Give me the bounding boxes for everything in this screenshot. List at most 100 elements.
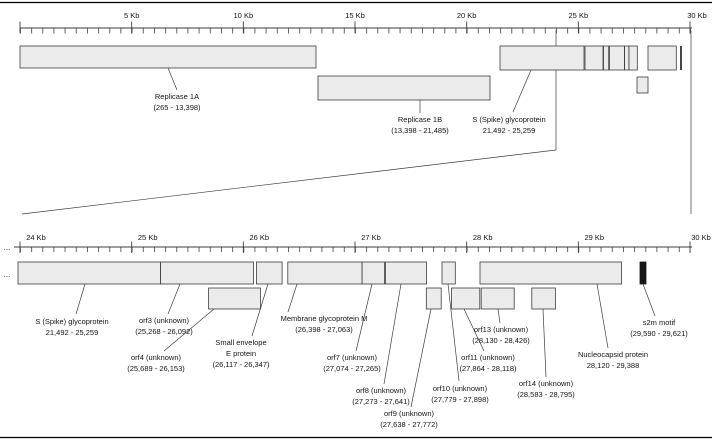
label-orf7-range: (27,074 - 27,265) — [323, 364, 381, 373]
bottom-ruler-label-24kb: 24 Kb — [26, 233, 46, 242]
label-orf11-name: orf11 (unknown) — [461, 353, 515, 362]
expansion-line-left-diagonal — [21, 149, 557, 215]
label-orf8-range: (27,273 - 27,641) — [352, 397, 410, 406]
label-orf9-range: (27,638 - 27,772) — [380, 420, 438, 429]
leader-s2m — [642, 283, 656, 317]
gene-box-orf11 — [451, 287, 481, 310]
leader-orf4 — [163, 308, 215, 352]
leader-envelope — [251, 283, 269, 337]
label-spike-top-name: S (Spike) glycoprotein — [472, 115, 545, 124]
gene-box-replicase-1a — [19, 45, 317, 69]
leader-orf9 — [410, 308, 432, 408]
label-membrane-name: Membrane glycoprotein M — [281, 314, 368, 323]
leader-spike-bottom — [75, 283, 86, 315]
compressed-box-envelope — [603, 45, 610, 71]
label-envelope-line2: E protein — [226, 349, 256, 358]
gene-box-membrane — [287, 261, 363, 285]
bottom-ruler-label-28kb: 28 Kb — [473, 233, 493, 242]
gene-box-replicase-1b — [317, 75, 491, 101]
gene-box-orf8 — [385, 261, 427, 285]
gene-box-spike-bottom — [17, 261, 162, 285]
label-spike-top-range: 21,492 - 25,259 — [483, 126, 536, 135]
bottom-row-left-ellipsis: ... — [4, 270, 11, 279]
gene-box-orf10 — [441, 261, 456, 285]
leader-orf11 — [463, 308, 485, 352]
leader-spike-top — [512, 69, 532, 113]
leader-orf7 — [355, 283, 373, 352]
label-orf10-name: orf10 (unknown) — [433, 384, 488, 393]
gene-box-s2m — [639, 261, 647, 285]
top-genes: Replicase 1A (265 - 13,398) Replicase 1B… — [19, 45, 585, 135]
leader-nucleocapsid — [596, 283, 609, 349]
label-orf7-name: orf7 (unknown) — [327, 353, 378, 362]
label-orf3-range: (25,268 - 26,092) — [135, 327, 193, 336]
label-replicase-1b-range: (13,398 - 21,485) — [391, 126, 449, 135]
gene-box-orf14 — [531, 287, 556, 310]
label-nucleocapsid-range: 28,120 - 29,388 — [587, 361, 640, 370]
label-spike-bottom-name: S (Spike) glycoprotein — [35, 317, 108, 326]
gene-box-envelope — [255, 261, 283, 285]
compressed-box-membrane — [609, 45, 625, 71]
label-orf9-name: orf9 (unknown) — [384, 409, 435, 418]
label-s2m-name: s2m motif — [643, 318, 676, 327]
label-orf13-range: (28,130 - 28,426) — [472, 336, 530, 345]
label-orf10-range: (27,779 - 27,898) — [431, 395, 489, 404]
label-orf13-name: orf13 (unknown) — [474, 325, 529, 334]
compressed-box-orf7 — [624, 45, 630, 71]
label-membrane-range: (26,398 - 27,063) — [295, 325, 353, 334]
bottom-genes-second-row — [208, 287, 556, 310]
bottom-ruler-label-30kb: 30 Kb — [691, 233, 711, 242]
bottom-ruler-label-29kb: 29 Kb — [584, 233, 604, 242]
bottom-gene-labels: S (Spike) glycoprotein 21,492 - 25,259 o… — [35, 283, 688, 429]
bottom-ruler: ... 24 Kb 25 Kb 26 Kb 27 Kb 28 Kb 29 Kb … — [4, 233, 711, 253]
label-orf8-name: orf8 (unknown) — [356, 386, 407, 395]
compressed-box-orf8 — [628, 45, 638, 71]
bottom-ruler-left-ellipsis: ... — [4, 243, 11, 252]
leader-orf14 — [542, 308, 547, 378]
label-orf14-range: (28,583 - 28,795) — [517, 390, 575, 399]
label-orf3-name: orf3 (unknown) — [139, 316, 190, 325]
label-s2m-range: (29,590 - 29,621) — [630, 329, 688, 338]
label-orf11-range: (27,864 - 28,118) — [460, 364, 517, 373]
label-spike-bottom-range: 21,492 - 25,259 — [46, 328, 99, 337]
bottom-ruler-label-25kb: 25 Kb — [138, 233, 158, 242]
leader-orf13 — [497, 308, 501, 324]
leader-membrane — [287, 283, 298, 313]
gene-box-orf13 — [480, 287, 515, 310]
gene-box-nucleocapsid — [479, 261, 623, 285]
top-ruler-label-30kb: 30 Kb — [687, 11, 707, 20]
label-orf14-name: orf14 (unknown) — [519, 379, 574, 388]
label-orf4-name: orf4 (unknown) — [131, 353, 182, 362]
leader-orf3 — [167, 283, 181, 315]
gene-box-orf9 — [425, 287, 442, 310]
top-ruler-label-5kb: 5 Kb — [124, 11, 139, 20]
top-ruler-minor-ticks — [20, 28, 693, 34]
leader-orf10 — [447, 283, 460, 382]
compressed-box-orf9-11 — [636, 76, 649, 94]
leader-replicase-1a — [167, 67, 178, 91]
gene-box-orf7 — [361, 261, 386, 285]
compressed-box-nucleocapsid — [647, 45, 677, 71]
label-envelope-range: (26,117 - 26,347) — [213, 360, 270, 369]
label-replicase-1b-name: Replicase 1B — [398, 115, 442, 124]
gene-box-spike-top — [499, 45, 585, 71]
bottom-ruler-label-27kb: 27 Kb — [361, 233, 381, 242]
bottom-ruler-label-26kb: 26 Kb — [249, 233, 269, 242]
label-replicase-1a-range: (265 - 13,398) — [153, 103, 201, 112]
top-ruler-label-10kb: 10 Kb — [234, 11, 254, 20]
top-ruler: 5 Kb 10 Kb 15 Kb 20 Kb 25 Kb 30 Kb — [19, 11, 707, 34]
gene-box-orf3 — [160, 261, 255, 285]
label-orf4-range: (25,689 - 26,153) — [127, 364, 185, 373]
label-replicase-1a-name: Replicase 1A — [155, 92, 199, 101]
bottom-genes-main-row: ... — [4, 261, 647, 285]
gene-box-orf4 — [208, 287, 261, 310]
top-ruler-label-25kb: 25 Kb — [569, 11, 589, 20]
top-ruler-label-15kb: 15 Kb — [345, 11, 365, 20]
compressed-box-orf3 — [584, 45, 604, 71]
top-compressed-region — [584, 45, 682, 94]
label-envelope-line1: Small envelope — [215, 338, 266, 347]
label-nucleocapsid-name: Nucleocapsid protein — [578, 350, 648, 359]
leader-orf8 — [383, 283, 402, 385]
